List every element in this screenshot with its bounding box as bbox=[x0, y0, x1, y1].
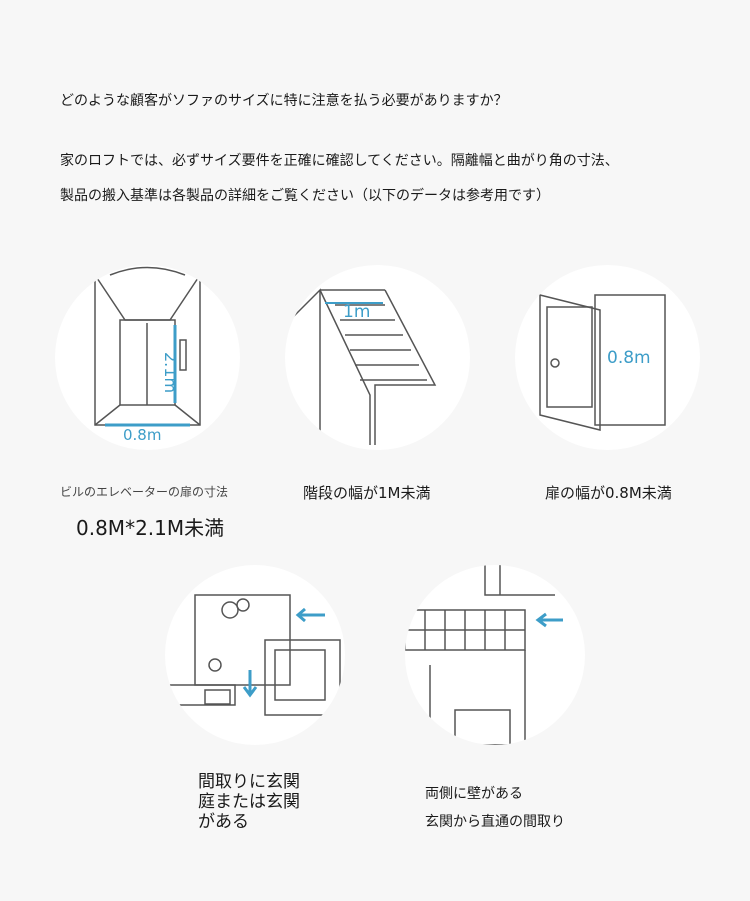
elevator-illustration: 2.1m 0.8m bbox=[55, 265, 240, 450]
intro-line-2: 製品の搬入基準は各製品の詳細をご覧ください（以下のデータは参考用です） bbox=[60, 188, 550, 204]
entrance-garden-plan bbox=[165, 565, 345, 745]
elevator-height-label: 2.1m bbox=[161, 352, 180, 393]
elevator-width-label: 0.8m bbox=[123, 426, 161, 444]
entrance-garden-caption: 間取りに玄関 庭または玄関 がある bbox=[198, 772, 300, 832]
intro-line-1: 家のロフトでは、必ずサイズ要件を正確に確認してください。隔離幅と曲がり角の寸法、 bbox=[60, 153, 619, 169]
walled-corridor-plan bbox=[405, 565, 585, 745]
elevator-caption: ビルのエレベーターの扉の寸法 bbox=[60, 485, 229, 499]
caption-line: 両側に壁がある bbox=[425, 786, 523, 802]
stairs-width-label: 1m bbox=[343, 302, 370, 322]
caption-line: 間取りに玄関 bbox=[198, 772, 300, 792]
caption-line: がある bbox=[198, 812, 249, 832]
door-caption: 扉の幅が0.8M未満 bbox=[545, 484, 672, 502]
stairs-caption: 階段の幅が1M未満 bbox=[303, 484, 431, 502]
caption-line: 玄関から直通の間取り bbox=[425, 814, 565, 830]
caption-line: 庭または玄関 bbox=[198, 792, 300, 812]
elevator-size: 0.8M*2.1M未満 bbox=[76, 516, 225, 540]
question-text: どのような顧客がソファのサイズに特に注意を払う必要がありますか？ bbox=[60, 93, 508, 109]
door-illustration: 0.8m bbox=[515, 265, 700, 450]
stairs-illustration: 1m bbox=[285, 265, 470, 450]
door-width-label: 0.8m bbox=[607, 348, 651, 368]
walled-corridor-caption: 両側に壁がある 玄関から直通の間取り bbox=[425, 780, 565, 836]
